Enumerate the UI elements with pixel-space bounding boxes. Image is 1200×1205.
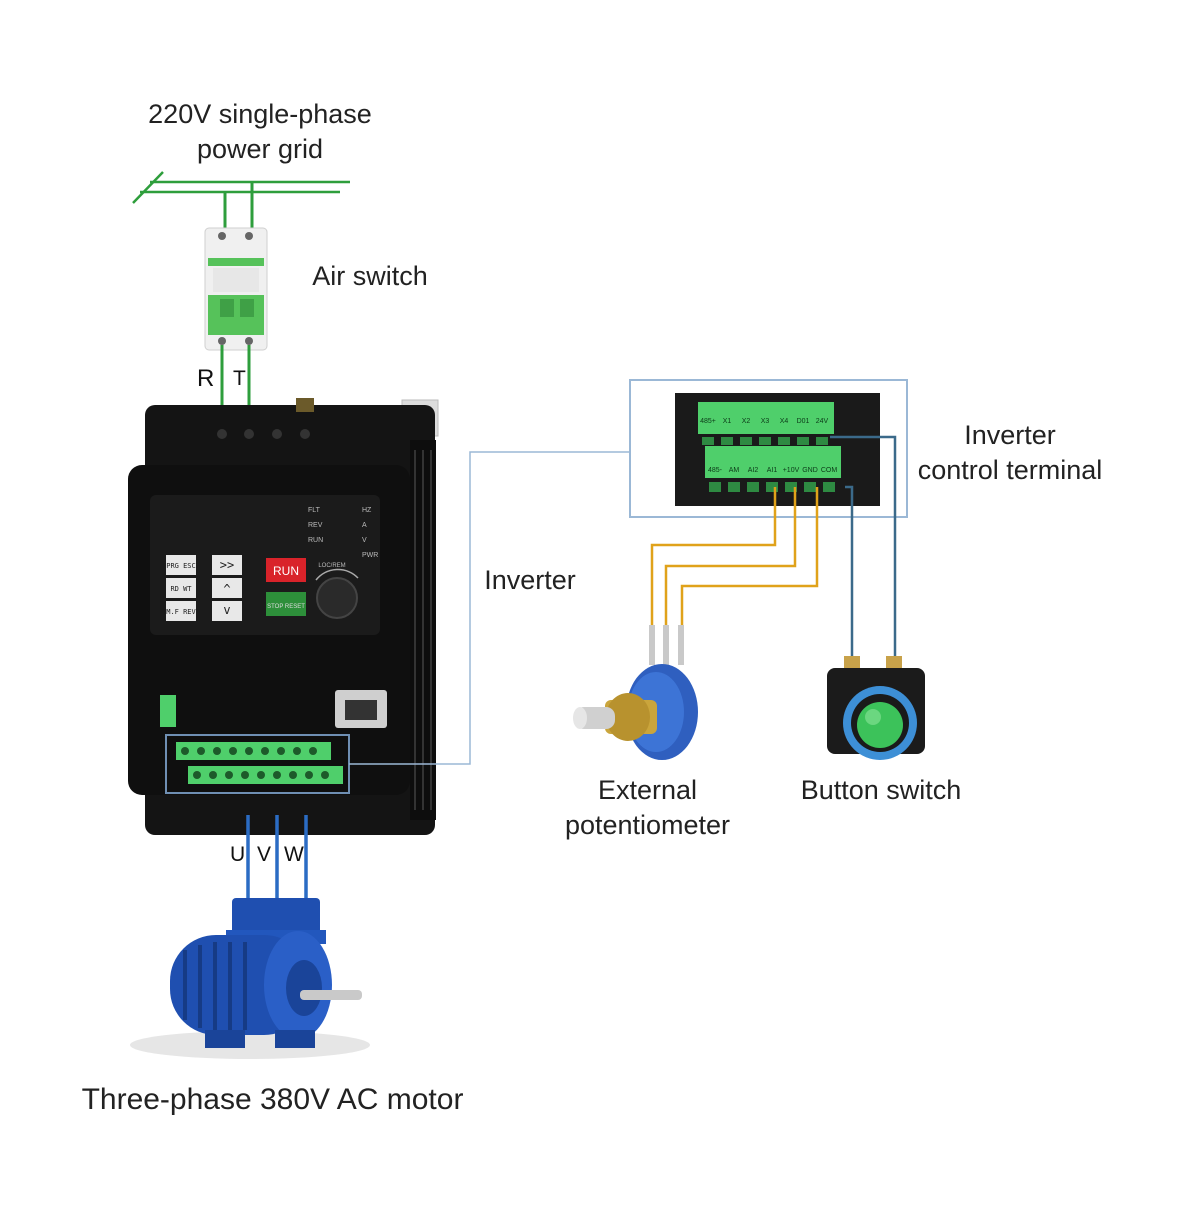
indicator-flt: FLT (308, 507, 321, 514)
phase-v-label: V (257, 843, 272, 866)
pot-wire-3 (680, 487, 819, 630)
potentiometer-label-line1: External (597, 775, 698, 805)
grid-label-line2: power grid (196, 134, 324, 164)
terminal-ai1: AI1 (767, 467, 778, 474)
inverter-terminal-block (176, 742, 343, 784)
potentiometer-label: External potentiometer (555, 773, 740, 843)
air-switch-label: Air switch (312, 261, 428, 291)
knob-label: LOC/REM (318, 563, 345, 569)
potentiometer (573, 625, 698, 760)
potentiometer-label-line2: potentiometer (564, 810, 731, 840)
terminal-gnd: GND (802, 467, 818, 474)
ac-motor (130, 898, 370, 1059)
connector-line (349, 451, 630, 765)
button-switch (827, 656, 925, 760)
indicator-run: RUN (308, 537, 323, 544)
phase-w-label: W (284, 843, 304, 866)
inverter-label: Inverter (484, 565, 576, 595)
button-wire-1 (830, 435, 897, 660)
grid-label: 220V single-phase power grid (120, 97, 400, 167)
motor-label: Three-phase 380V AC motor (81, 1083, 464, 1116)
key-down: v (223, 603, 230, 617)
terminal-485p: 485+ (700, 418, 716, 425)
control-terminal-label: Inverter control terminal (905, 418, 1115, 488)
unit-v: V (362, 537, 367, 544)
key-mf: M.F REV (166, 608, 196, 616)
inverter-body (128, 398, 439, 835)
grid-label-line1: 220V single-phase (148, 99, 372, 129)
control-terminal-frame (629, 379, 908, 518)
run-key-label: RUN (273, 564, 299, 578)
terminal-24v: 24V (816, 418, 829, 425)
terminal-d01: D01 (797, 418, 810, 425)
button-switch-label: Button switch (800, 775, 962, 805)
terminal-x2: X2 (742, 418, 751, 425)
phase-t-label: T (233, 367, 246, 390)
phase-r-label: R (197, 365, 215, 392)
phase-u-label: U (230, 843, 246, 866)
air-switch (204, 227, 268, 351)
unit-a: A (362, 522, 367, 529)
terminal-x3: X3 (761, 418, 770, 425)
terminal-com: COM (821, 467, 838, 474)
terminal-485n: 485- (708, 467, 723, 474)
key-up: ^ (223, 582, 230, 596)
terminal-x1: X1 (723, 418, 732, 425)
indicator-rev: REV (308, 522, 323, 529)
control-terminal-label-line1: Inverter (964, 420, 1056, 450)
key-shift: >> (220, 558, 234, 572)
unit-hz: HZ (362, 507, 372, 514)
inverter-keypad (166, 555, 359, 621)
stop-key-label: STOP RESET (267, 604, 305, 610)
power-grid (132, 171, 350, 232)
control-terminal-label-line2: control terminal (917, 455, 1103, 485)
terminal-am: AM (729, 467, 740, 474)
terminal-x4: X4 (780, 418, 789, 425)
unit-pwr: PWR (362, 552, 378, 559)
terminal-10v: +10V (783, 467, 800, 474)
button-wire-2 (845, 485, 854, 660)
key-prg: PRG ESC (166, 562, 196, 570)
control-terminal (675, 393, 880, 506)
pot-wire-1 (650, 487, 777, 630)
pot-wire-2 (664, 487, 797, 630)
terminal-ai2: AI2 (748, 467, 759, 474)
key-rd: RD WT (170, 585, 192, 593)
